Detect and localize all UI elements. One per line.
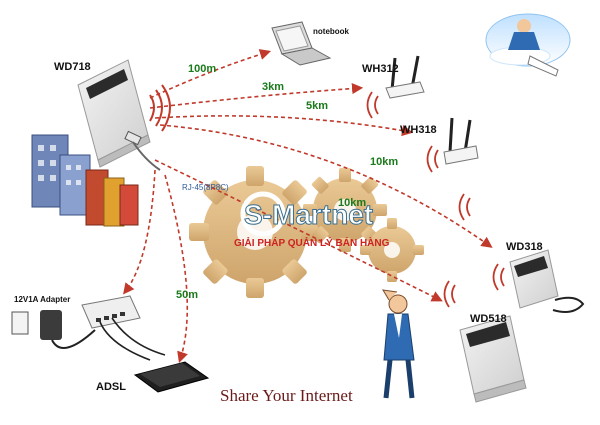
brand-logo: S-Martnet GIẢI PHÁP QUẢN LÝ BÁN HÀNG	[234, 191, 390, 249]
distance-10km-gear: 10km	[338, 197, 366, 209]
wifi-waves-wd318	[458, 193, 505, 291]
wifi-waves-wh312	[366, 91, 379, 119]
distance-100m: 100m	[188, 63, 216, 75]
notebook-device[interactable]	[271, 21, 332, 66]
link-wd718-wd518	[154, 159, 443, 302]
wifi-waves-wd518	[443, 280, 456, 308]
sky-cloud-graphic	[485, 13, 571, 77]
wh312-device[interactable]	[385, 55, 425, 99]
link-rj45-modem	[164, 174, 189, 364]
person-figure	[382, 289, 415, 399]
wh318-device[interactable]	[443, 117, 479, 165]
label-wd318: WD318	[506, 241, 543, 253]
footer-title: Share Your Internet	[220, 386, 353, 405]
label-notebook: notebook	[313, 27, 350, 36]
link-wd718-notebook	[149, 49, 272, 99]
link-wd718-wh318	[154, 115, 414, 137]
distance-3km: 3km	[262, 81, 284, 93]
label-wh318: WH318	[400, 124, 437, 136]
label-wh312: WH312	[362, 63, 399, 75]
label-adapter: 12V1A Adapter	[14, 295, 70, 304]
wd518-device[interactable]	[459, 315, 527, 403]
city-buildings	[31, 134, 139, 227]
rj45-connector	[124, 130, 161, 171]
brand-tagline: GIẢI PHÁP QUẢN LÝ BÁN HÀNG	[234, 236, 390, 249]
label-rj45: RJ-45(8P8C)	[182, 183, 229, 192]
brand-name: S-Martnet	[244, 199, 373, 230]
wifi-waves-wd718	[149, 84, 171, 132]
link-lines	[123, 49, 493, 364]
power-adapter	[11, 310, 96, 349]
label-wd718: WD718	[54, 61, 91, 73]
label-adsl: ADSL	[96, 381, 126, 393]
link-wd718-wh312	[149, 82, 364, 109]
network-switch	[81, 295, 166, 361]
label-wd518: WD518	[470, 313, 507, 325]
adsl-modem[interactable]	[133, 361, 210, 393]
distance-10km: 10km	[370, 156, 398, 168]
link-wd718-wd318	[159, 124, 493, 248]
wd318-device[interactable]	[509, 249, 585, 313]
distance-50m: 50m	[176, 289, 198, 301]
distance-5km: 5km	[306, 100, 328, 112]
wifi-waves-wh318	[426, 145, 439, 173]
